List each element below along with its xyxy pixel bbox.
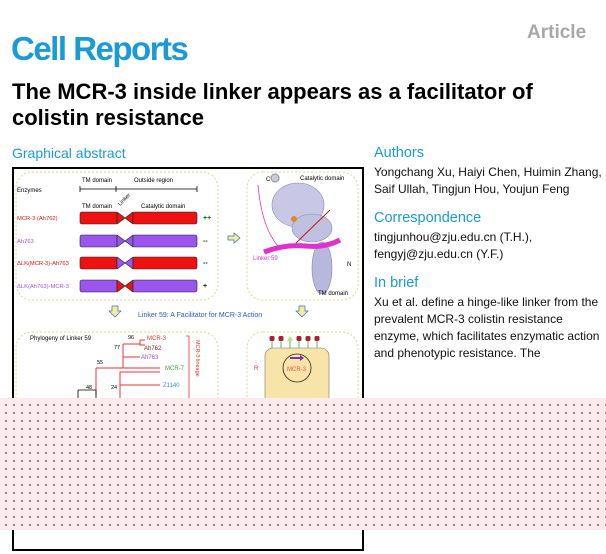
tm-domain-bar (79, 279, 118, 293)
bootstrap-value: 96 (128, 335, 134, 341)
lps-head (296, 336, 302, 341)
enzyme-name: ΔLK(Ah763)-MCR-3 (17, 284, 69, 290)
enzymes-label: Enzymes (17, 188, 42, 194)
tm-domain-header: TM domain (82, 178, 112, 184)
journal-logo: Cell Reports (11, 30, 189, 67)
bootstrap-value: 55 (97, 360, 103, 366)
arrow-down-icon (108, 305, 122, 318)
email-link[interactable]: tingjunhou@zju.edu.cn (T.H.), (374, 230, 533, 244)
catalytic-domain-label: Catalytic domain (141, 204, 185, 210)
protein-structure (257, 173, 342, 295)
tm-domain-structure-label: TM domain (318, 291, 348, 297)
catalytic-domain-bar (132, 211, 198, 225)
graphical-abstract-heading: Graphical abstract (12, 145, 126, 161)
authors-heading: Authors (374, 145, 424, 161)
tm-domain-bar (79, 256, 118, 270)
taxon-label: Ah762 (144, 346, 162, 352)
taxon-label: Ah763 (141, 355, 159, 361)
r-label: R (254, 366, 259, 372)
arrow-right-icon (227, 232, 241, 244)
activity-sign: ++ (203, 215, 211, 222)
activity-sign: -- (203, 260, 208, 267)
lps-head (314, 336, 320, 341)
outside-region-header: Outside region (134, 178, 173, 184)
enzyme-name: MCR-3 (Ah762) (17, 216, 58, 222)
catalytic-domain-bar (132, 234, 198, 248)
taxon-label: Z1140 (163, 383, 180, 389)
in-brief-heading: In brief (374, 275, 419, 291)
region-scale (79, 186, 198, 192)
article-title: The MCR-3 inside linker appears as a fac… (12, 79, 533, 130)
lps-head (305, 336, 311, 341)
middle-caption: Linker 59: A Facilitator for MCR-3 Actio… (138, 312, 262, 319)
tm-domain-bar (79, 234, 118, 248)
lineage-label: MCR-3 lineage (194, 340, 200, 377)
bacterial-cell (264, 336, 330, 409)
tm-domain-label: TM domain (82, 204, 112, 210)
email-link[interactable]: fengyj@zju.edu.cn (Y.F.) (374, 247, 504, 261)
n-terminus-label: N (347, 262, 351, 268)
article-type-label: Article (527, 22, 587, 43)
enzyme-name: ΔLK(MCR-3)-Ah763 (17, 261, 69, 267)
linker-bowtie (116, 234, 134, 248)
correspondence-heading: Correspondence (374, 210, 482, 226)
linker59-label: Linker 59 (253, 256, 278, 262)
in-brief-text: Xu et al. define a hinge-like linker fro… (374, 295, 600, 360)
bootstrap-value: 48 (86, 385, 92, 391)
occlusion-overlay (0, 398, 606, 530)
bootstrap-value: 77 (114, 345, 120, 351)
c-terminus-label: C (266, 177, 271, 183)
catalytic-domain-bar (132, 256, 198, 270)
taxon-label: MCR-3 (147, 336, 167, 342)
enzyme-name: Ah763 (17, 239, 34, 245)
tm-domain-bar (79, 211, 118, 225)
catalytic-domain-bar (132, 279, 198, 293)
lps-head (278, 336, 284, 341)
linker-bowtie (116, 279, 134, 293)
bootstrap-value: 24 (111, 385, 117, 391)
activity-sign: + (203, 283, 207, 290)
lps-head (269, 336, 275, 341)
catalytic-domain-structure-label: Catalytic domain (300, 176, 344, 182)
lps-head (287, 336, 293, 341)
taxon-label: MCR-7 (165, 366, 185, 372)
arrow-down-icon (295, 305, 309, 318)
sidebar: Authors Yongchang Xu, Haiyi Chen, Huimin… (374, 145, 604, 374)
plasmid-label: MCR-3 (287, 367, 307, 373)
activity-sign: -- (203, 238, 208, 245)
phylogeny-title: Phylogeny of Linker 59 (30, 336, 92, 342)
lineage-bracket (186, 335, 190, 400)
authors-list: Yongchang Xu, Haiyi Chen, Huimin Zhang, … (374, 165, 602, 196)
phylogeny-tree (95, 339, 160, 400)
